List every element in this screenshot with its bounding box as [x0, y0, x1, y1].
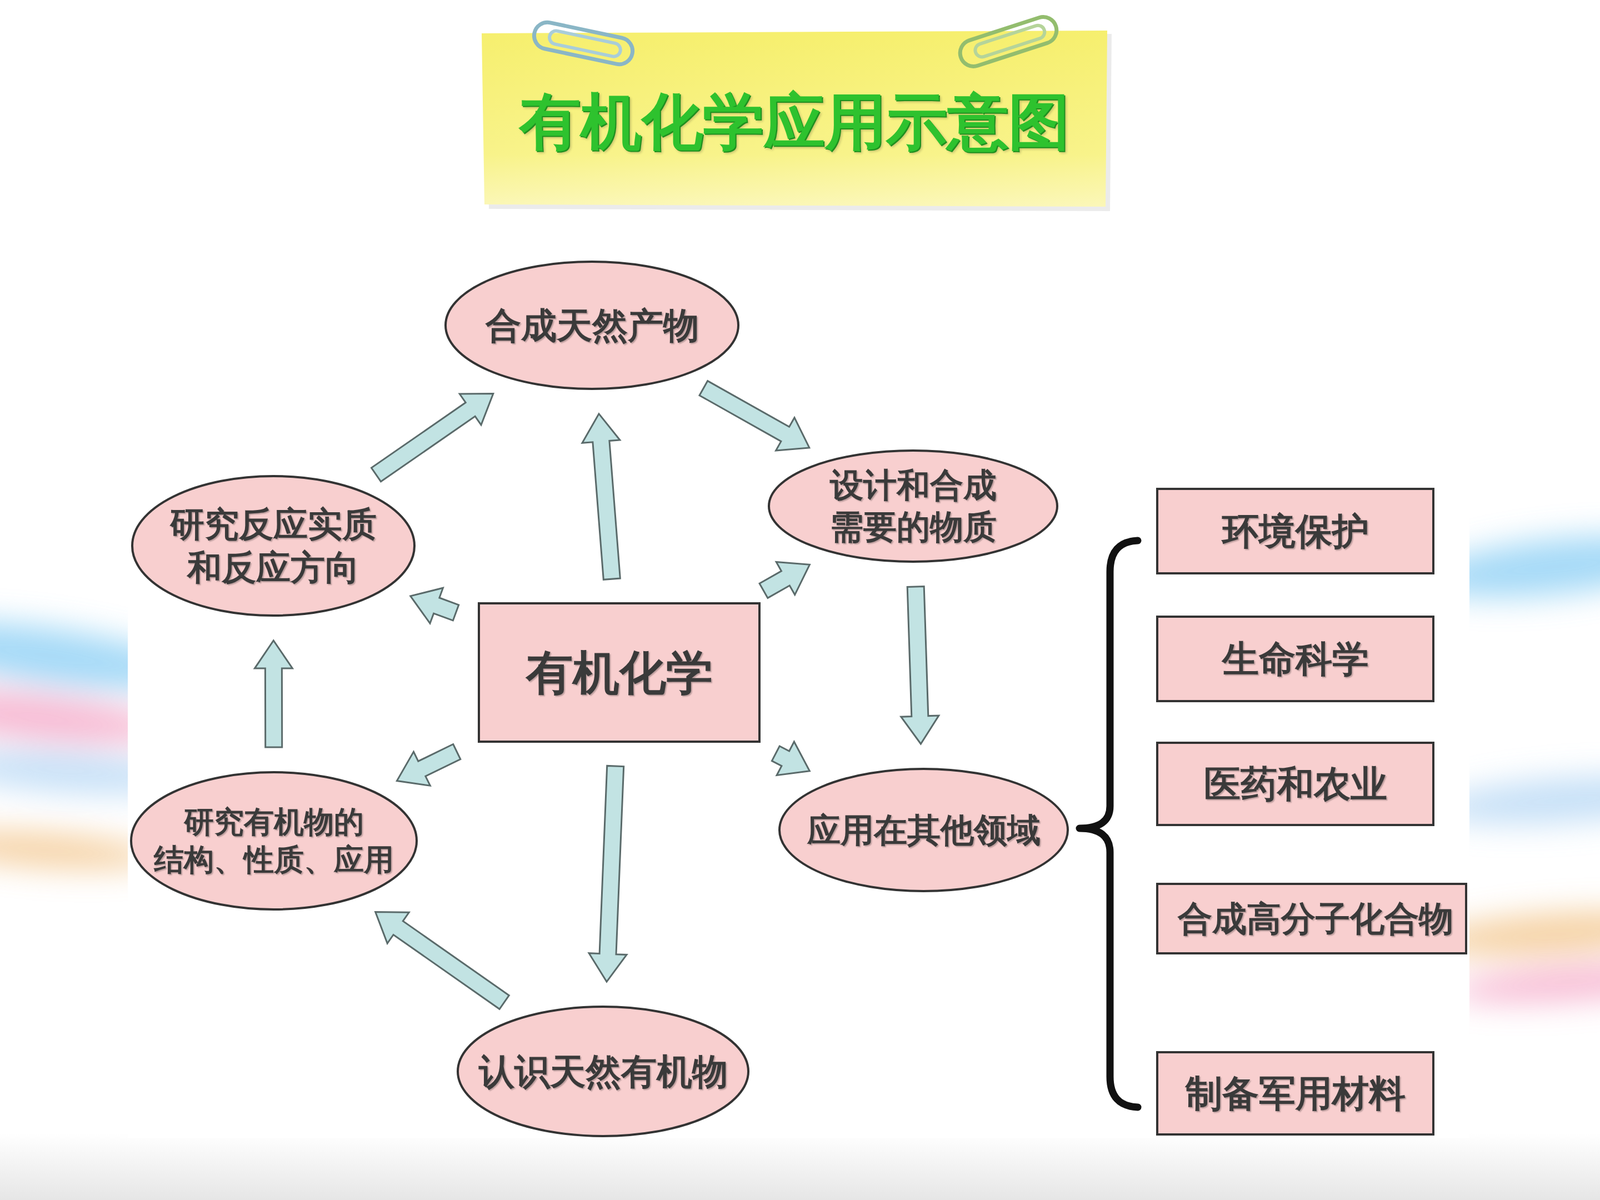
rect-node: 合成高分子化合物: [1156, 882, 1468, 955]
block-arrow: [759, 561, 810, 598]
node-text: 研究有机物的 结构、性质、应用: [150, 803, 399, 879]
ellipse-shape: [768, 450, 1058, 562]
ellipse-node: 设计和合成 需要的物质: [767, 448, 1059, 564]
ellipse-shape: [779, 768, 1068, 892]
block-arrow: [396, 744, 460, 787]
node-text: 研究反应实质 和反应方向: [150, 502, 397, 589]
node-text: 制备军用材料: [1185, 1070, 1406, 1117]
rect-node: 环境保护: [1156, 487, 1435, 575]
ellipse-node: 应用在其他领域: [777, 767, 1070, 893]
ellipse-shape: [132, 476, 415, 616]
ellipse-outline: [129, 770, 419, 912]
block-arrow: [582, 413, 620, 580]
diagram-title: 有机化学应用示意图: [481, 52, 1108, 192]
ellipse-node: 研究有机物的 结构、性质、应用: [129, 770, 419, 912]
bottom-band: [0, 1133, 1600, 1200]
ellipse-shape: [457, 1006, 749, 1137]
paperclip: [956, 13, 1060, 70]
white-panel: [127, 250, 1470, 1138]
rect-node: 医药和农业: [1156, 741, 1435, 827]
clip-loop: [956, 13, 1060, 70]
clip-loop: [531, 20, 635, 67]
node-text: 合成高分子化合物: [1177, 897, 1446, 941]
node-text: 设计和合成 需要的物质: [787, 464, 1039, 548]
clip-loop: [548, 29, 622, 58]
ellipse-outline: [130, 474, 417, 618]
block-arrow: [699, 381, 810, 451]
rect-node: 制备军用材料: [1156, 1051, 1435, 1136]
node-text: 应用在其他领域: [807, 809, 1041, 852]
block-arrow: [901, 586, 939, 745]
node-text: 医药和农业: [1203, 761, 1388, 808]
paperclip: [531, 20, 635, 67]
ellipse-shape: [131, 772, 417, 910]
node-text: 环境保护: [1222, 508, 1369, 555]
clip-loop: [973, 23, 1047, 59]
node-text: 认识天然有机物: [478, 1049, 728, 1094]
rect-node: 有机化学: [477, 602, 761, 743]
block-arrow: [254, 640, 293, 748]
streak: [1448, 958, 1600, 1009]
block-arrow: [771, 741, 810, 775]
node-text: 生命科学: [1222, 636, 1369, 683]
block-arrow: [375, 912, 510, 1010]
ellipse-node: 合成天然产物: [443, 260, 740, 391]
block-arrow: [410, 587, 459, 624]
rect-node: 生命科学: [1156, 615, 1435, 703]
node-text: 合成天然产物: [485, 303, 699, 348]
ellipse-node: 研究反应实质 和反应方向: [130, 474, 417, 618]
ellipse-node: 认识天然有机物: [456, 1005, 750, 1138]
node-text: 有机化学: [526, 643, 713, 702]
block-arrow: [371, 393, 494, 482]
curly-brace: [1079, 540, 1138, 1108]
ellipse-shape: [445, 261, 739, 389]
block-arrow: [588, 765, 627, 982]
